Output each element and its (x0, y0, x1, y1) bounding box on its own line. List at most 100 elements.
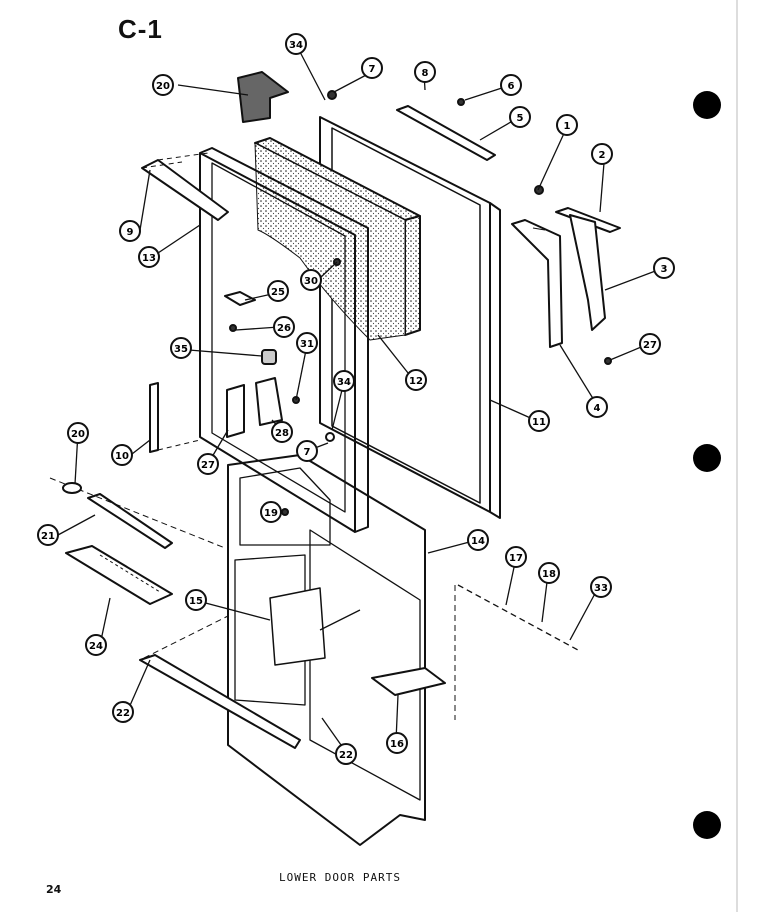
svg-text:6: 6 (508, 81, 515, 92)
page-label: C-1 (118, 14, 163, 44)
callout: 27 (639, 333, 661, 355)
svg-text:11: 11 (532, 417, 546, 428)
callout: 6 (500, 74, 522, 96)
svg-text:25: 25 (271, 287, 285, 298)
svg-text:8: 8 (422, 68, 429, 79)
callout: 11 (528, 410, 550, 432)
callout: 2 (591, 143, 613, 165)
callout: 20 (67, 422, 89, 444)
door-gasket-frame (199, 147, 369, 533)
callout: 26 (273, 316, 295, 338)
svg-text:7: 7 (304, 447, 311, 458)
svg-text:18: 18 (542, 569, 556, 580)
callout: 34 (333, 370, 355, 392)
top-strip (141, 159, 229, 221)
callout: 15 (185, 589, 207, 611)
screw (327, 90, 337, 100)
callout: 7 (296, 440, 318, 462)
screw (457, 98, 465, 106)
screw (604, 357, 612, 365)
svg-text:14: 14 (471, 536, 485, 547)
callout: 1 (556, 114, 578, 136)
leader-lines (57, 49, 659, 753)
callout: 31 (296, 332, 318, 354)
callout: 3 (653, 257, 675, 279)
callout: 20 (152, 74, 174, 96)
callout: 10 (111, 444, 133, 466)
callout: 27 (197, 453, 219, 475)
callouts: 20 34 7 8 6 5 1 2 3 27 4 11 12 30 25 26 … (37, 33, 675, 765)
callout: 7 (361, 57, 383, 79)
side-strip (149, 382, 159, 453)
svg-text:34: 34 (289, 40, 303, 51)
callout: 8 (414, 61, 436, 83)
svg-text:34: 34 (337, 377, 351, 388)
callout: 33 (590, 576, 612, 598)
door-handle-bar (139, 654, 301, 749)
callout: 13 (138, 246, 160, 268)
egg-tray (65, 545, 173, 605)
callout: 18 (538, 562, 560, 584)
callout: 16 (386, 732, 408, 754)
svg-text:16: 16 (390, 739, 404, 750)
svg-text:20: 20 (71, 429, 85, 440)
callout: 5 (509, 106, 531, 128)
callout: 12 (405, 369, 427, 391)
svg-text:22: 22 (339, 750, 353, 761)
screw (325, 432, 335, 442)
page-number: 24 (46, 883, 62, 896)
callout: 9 (119, 220, 141, 242)
cap (62, 482, 82, 494)
svg-text:22: 22 (116, 708, 130, 719)
callout: 34 (285, 33, 307, 55)
door-liner (227, 454, 426, 846)
svg-text:30: 30 (304, 276, 318, 287)
svg-text:17: 17 (509, 553, 523, 564)
callout: 28 (271, 421, 293, 443)
latch-bracket (255, 377, 283, 426)
screw (534, 185, 544, 195)
screw (229, 324, 237, 332)
svg-text:1: 1 (564, 121, 571, 132)
svg-text:9: 9 (127, 227, 134, 238)
bottom-tray (371, 667, 446, 696)
svg-text:5: 5 (517, 113, 524, 124)
svg-text:13: 13 (142, 253, 156, 264)
svg-text:7: 7 (369, 64, 376, 75)
svg-text:12: 12 (409, 376, 423, 387)
light-switch (226, 384, 245, 438)
door-outer-frame (319, 116, 501, 519)
callout: 17 (505, 546, 527, 568)
shelf-rail (87, 493, 173, 549)
svg-text:4: 4 (594, 403, 601, 414)
callout: 24 (85, 634, 107, 656)
svg-text:33: 33 (594, 583, 608, 594)
callout: 22 (112, 701, 134, 723)
svg-text:27: 27 (201, 460, 215, 471)
diagram-caption: LOWER DOOR PARTS (279, 871, 401, 884)
svg-text:21: 21 (41, 531, 55, 542)
svg-text:19: 19 (264, 508, 278, 519)
binder-holes (693, 91, 721, 839)
svg-text:27: 27 (643, 340, 657, 351)
svg-text:26: 26 (277, 323, 291, 334)
svg-text:10: 10 (115, 451, 129, 462)
callout: 19 (260, 501, 282, 523)
callout: 14 (467, 529, 489, 551)
svg-text:3: 3 (661, 264, 668, 275)
svg-text:35: 35 (174, 344, 188, 355)
callout: 4 (586, 396, 608, 418)
callout: 30 (300, 269, 322, 291)
svg-text:28: 28 (275, 428, 289, 439)
top-bracket (237, 71, 289, 123)
svg-text:31: 31 (300, 339, 314, 350)
svg-text:15: 15 (189, 596, 203, 607)
callout: 25 (267, 280, 289, 302)
plug (261, 349, 277, 365)
screw (281, 508, 289, 516)
callout: 35 (170, 337, 192, 359)
callout: 21 (37, 524, 59, 546)
side-brackets (511, 207, 621, 348)
callout: 22 (335, 743, 357, 765)
